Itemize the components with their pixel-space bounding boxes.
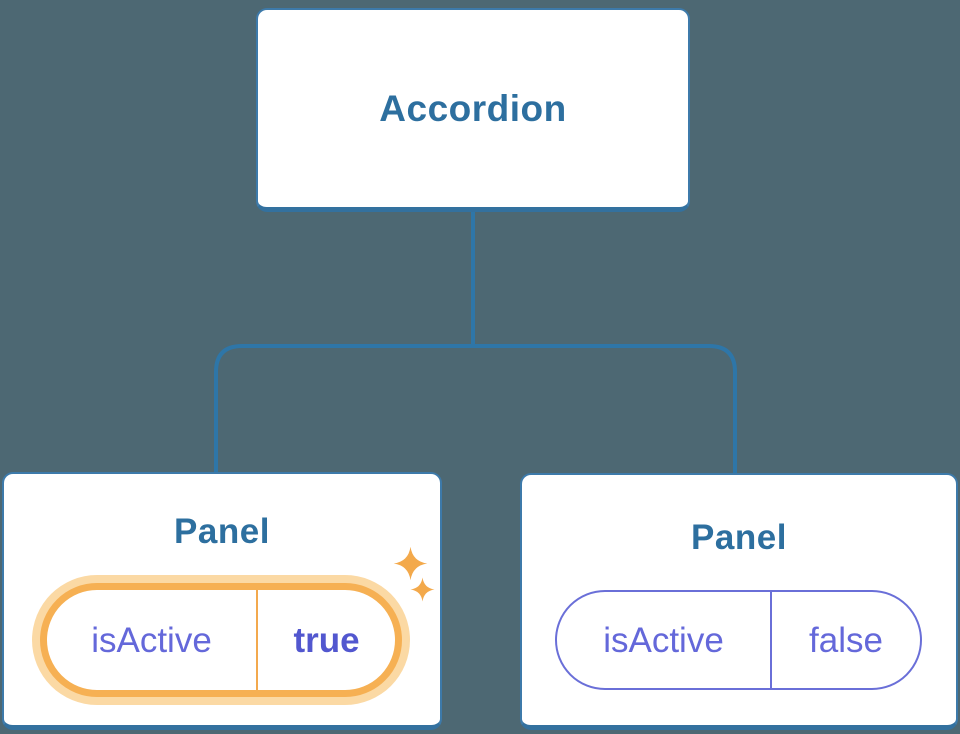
connector-branch: [214, 344, 737, 473]
state-prop-name: isActive: [91, 620, 212, 660]
accordion-node-label: Accordion: [379, 87, 567, 129]
pill-divider: [770, 592, 772, 688]
state-prop-value: true: [293, 620, 360, 660]
panel-node-label: Panel: [691, 518, 787, 557]
state-prop-name: isActive: [603, 620, 724, 660]
pill-divider: [256, 590, 258, 690]
state-prop-value: false: [809, 620, 883, 660]
state-pill-active: isActive true: [40, 583, 402, 697]
panel-node-inactive: Panel isActive false: [520, 473, 958, 730]
panel-node-label: Panel: [174, 512, 270, 551]
panel-node-active: Panel isActive true: [2, 472, 442, 730]
state-pill-inactive: isActive false: [555, 590, 922, 690]
accordion-node: Accordion: [256, 8, 690, 212]
sparkle-icon: [393, 546, 428, 581]
sparkle-icon: [410, 577, 435, 602]
